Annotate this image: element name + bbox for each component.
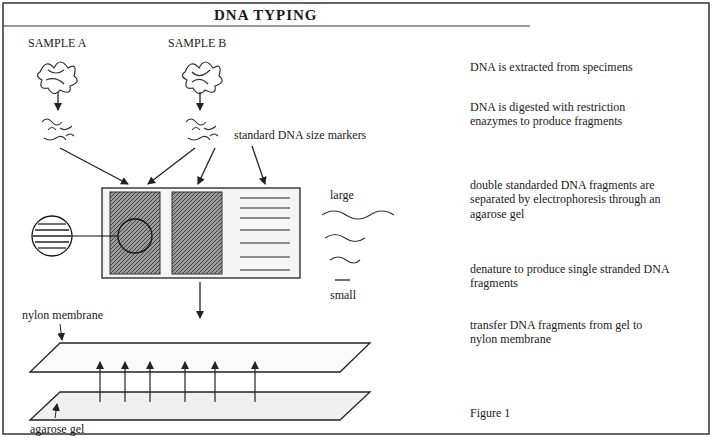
part-label: agarose gel [30, 422, 84, 436]
zoom-circle [118, 219, 152, 253]
step-text: DNA is extracted from specimens [470, 60, 635, 74]
marker-pointer [252, 146, 265, 184]
figure-caption: Figure 1 [470, 406, 510, 420]
step-text: denature to produce single stranded DNA … [470, 262, 680, 291]
step-text: DNA is digested with restriction enazyme… [470, 100, 645, 129]
figure-frame [3, 3, 709, 434]
arrow-to-gel [198, 148, 215, 184]
large-fragment [322, 211, 394, 219]
sample-label: SAMPLE A [28, 36, 86, 50]
step-text: double standarded DNA fragments are sepa… [470, 178, 695, 221]
arrow-down [57, 92, 58, 110]
gel-lane [110, 192, 160, 274]
zoom-bands [33, 224, 71, 248]
transfer-arrows [100, 362, 255, 402]
figure-title: DNA TYPING [214, 6, 318, 24]
size-label: large [330, 188, 354, 202]
zoom-view [32, 216, 72, 256]
arrow-to-gel [148, 148, 195, 184]
zoom-leader [72, 235, 118, 236]
arrow-down [199, 92, 200, 110]
marker-bands [240, 198, 290, 270]
medium-fragment [325, 235, 365, 242]
leader-arrow [55, 404, 57, 418]
smallest-fragment [335, 279, 350, 280]
arrow-to-gel [60, 148, 128, 184]
agarose-gel [102, 188, 300, 278]
agarose-gel-slab [30, 392, 370, 420]
dna-sample-a [37, 62, 77, 94]
step-text: transfer DNA fragments from gel to nylon… [470, 318, 660, 347]
arrow-down [199, 282, 200, 318]
part-label: nylon membrane [22, 308, 103, 322]
dna-fragments-a [42, 119, 74, 140]
nylon-membrane [30, 343, 370, 372]
leader-arrow [60, 324, 62, 340]
marker-label: standard DNA size markers [232, 128, 368, 142]
gel-lane [172, 192, 222, 274]
dna-fragments-b [186, 119, 218, 140]
size-label: small [330, 288, 356, 302]
title-rule [3, 25, 530, 26]
small-fragment [330, 257, 360, 263]
dna-sample-b [182, 62, 222, 94]
sample-label: SAMPLE B [168, 36, 226, 50]
